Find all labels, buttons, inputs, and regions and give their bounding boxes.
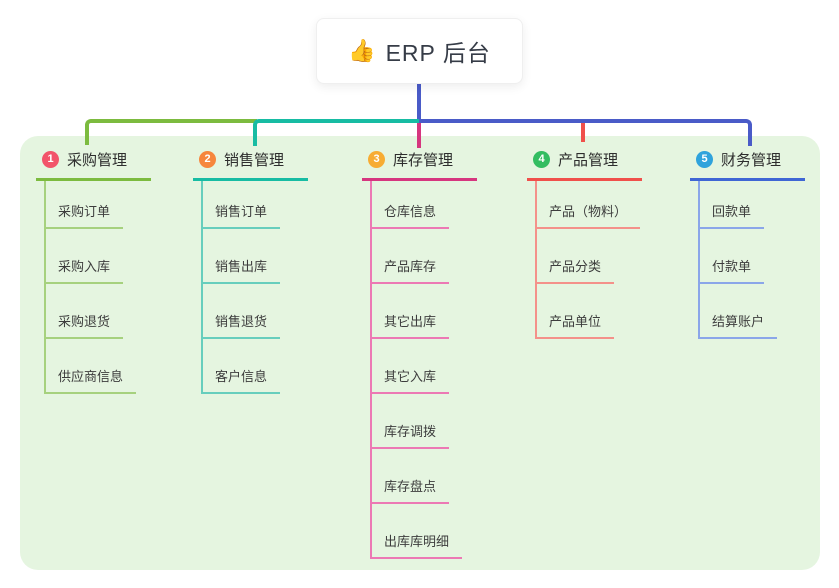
child-node[interactable]: 出库库明细 — [370, 504, 463, 559]
child-node[interactable]: 产品单位 — [535, 284, 615, 339]
connector-branch-5 — [419, 119, 752, 146]
child-node[interactable]: 回款单 — [698, 181, 765, 229]
child-node[interactable]: 销售订单 — [201, 181, 281, 229]
branch-title-finance[interactable]: 5 财务管理 — [690, 149, 806, 181]
branch-children: 仓库信息 产品库存 其它出库 其它入库 库存调拨 库存盘点 出库库明细 — [370, 181, 477, 559]
mindmap-board — [20, 136, 820, 570]
child-node[interactable]: 供应商信息 — [44, 339, 137, 394]
branch-children: 产品（物料） 产品分类 产品单位 — [535, 181, 642, 339]
branch-children: 采购订单 采购入库 采购退货 供应商信息 — [44, 181, 151, 394]
branch-title-product[interactable]: 4 产品管理 — [527, 149, 643, 181]
connector-branch-4 — [581, 123, 585, 142]
branch-children: 回款单 付款单 结算账户 — [698, 181, 805, 339]
child-node[interactable]: 销售退货 — [201, 284, 281, 339]
branch-inventory: 3 库存管理 仓库信息 产品库存 其它出库 其它入库 库存调拨 库存盘点 出库库… — [362, 149, 478, 559]
branch-number-badge: 4 — [533, 151, 550, 168]
child-node[interactable]: 产品（物料） — [535, 181, 641, 229]
branch-product: 4 产品管理 产品（物料） 产品分类 产品单位 — [527, 149, 643, 339]
child-node[interactable]: 采购退货 — [44, 284, 124, 339]
branch-title-sales[interactable]: 2 销售管理 — [193, 149, 309, 181]
connector-branch-1 — [85, 119, 257, 145]
branch-label: 销售管理 — [224, 152, 285, 169]
branch-number-badge: 5 — [696, 151, 713, 168]
branch-label: 采购管理 — [67, 152, 128, 169]
branch-children: 销售订单 销售出库 销售退货 客户信息 — [201, 181, 308, 394]
root-label: ERP 后台 — [385, 40, 491, 66]
branch-label: 财务管理 — [721, 152, 782, 169]
child-node[interactable]: 付款单 — [698, 229, 765, 284]
child-node[interactable]: 其它出库 — [370, 284, 450, 339]
child-node[interactable]: 客户信息 — [201, 339, 281, 394]
child-node[interactable]: 采购入库 — [44, 229, 124, 284]
branch-title-inventory[interactable]: 3 库存管理 — [362, 149, 478, 181]
child-node[interactable]: 库存盘点 — [370, 449, 450, 504]
branch-purchase: 1 采购管理 采购订单 采购入库 采购退货 供应商信息 — [36, 149, 152, 394]
branch-title-purchase[interactable]: 1 采购管理 — [36, 149, 152, 181]
branch-label: 库存管理 — [393, 152, 454, 169]
branch-number-badge: 2 — [199, 151, 216, 168]
root-stem-line — [417, 83, 421, 121]
branch-finance: 5 财务管理 回款单 付款单 结算账户 — [690, 149, 806, 339]
branch-sales: 2 销售管理 销售订单 销售出库 销售退货 客户信息 — [193, 149, 309, 394]
connector-branch-3 — [417, 123, 421, 148]
connector-branch-2 — [253, 119, 419, 146]
branch-label: 产品管理 — [558, 152, 619, 169]
child-node[interactable]: 其它入库 — [370, 339, 450, 394]
child-node[interactable]: 仓库信息 — [370, 181, 450, 229]
child-node[interactable]: 结算账户 — [698, 284, 778, 339]
root-node[interactable]: 👍 ERP 后台 — [316, 18, 523, 84]
child-node[interactable]: 采购订单 — [44, 181, 124, 229]
child-node[interactable]: 库存调拨 — [370, 394, 450, 449]
child-node[interactable]: 产品库存 — [370, 229, 450, 284]
child-node[interactable]: 产品分类 — [535, 229, 615, 284]
child-node[interactable]: 销售出库 — [201, 229, 281, 284]
thumbs-up-icon: 👍 — [348, 38, 376, 63]
branch-number-badge: 1 — [42, 151, 59, 168]
branch-number-badge: 3 — [368, 151, 385, 168]
